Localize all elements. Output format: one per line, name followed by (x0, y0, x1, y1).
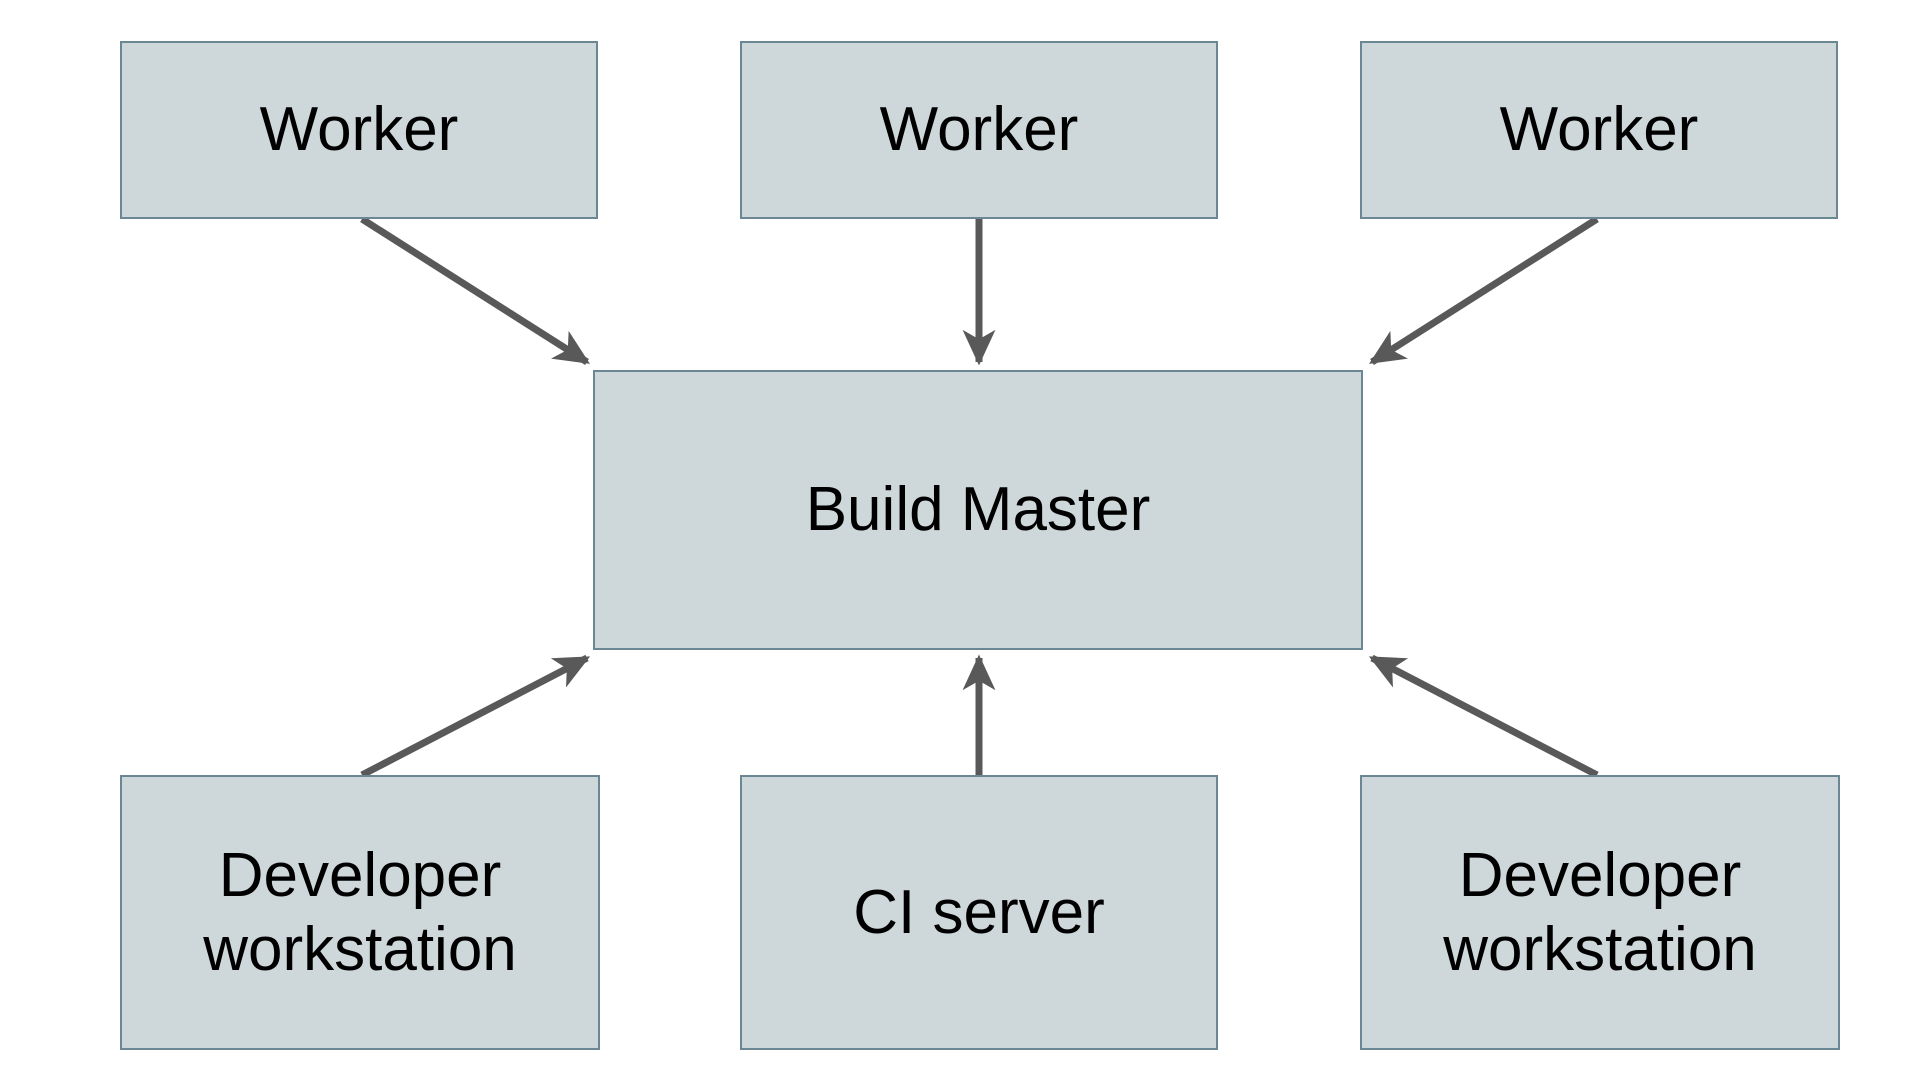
edge-worker-1-to-build-master (360, 216, 590, 365)
node-label: Developer workstation (203, 841, 517, 984)
edge-dev-workstation-left-to-build-master (360, 654, 591, 779)
node-label: CI server (853, 877, 1105, 947)
node-label: Developer workstation (1443, 841, 1757, 984)
node-label: Worker (879, 95, 1079, 165)
node-ci-server[interactable]: CI server (740, 775, 1218, 1050)
node-dev-workstation-left[interactable]: Developer workstation (120, 775, 600, 1050)
node-label: Worker (1499, 95, 1699, 165)
edge-worker-3-to-build-master (1369, 216, 1599, 365)
node-label: Worker (259, 95, 459, 165)
edge-dev-workstation-right-to-build-master (1368, 654, 1599, 779)
node-worker-1[interactable]: Worker (120, 41, 598, 219)
node-worker-2[interactable]: Worker (740, 41, 1218, 219)
node-worker-3[interactable]: Worker (1360, 41, 1838, 219)
node-label: Build Master (805, 475, 1151, 545)
node-build-master[interactable]: Build Master (593, 370, 1363, 650)
node-dev-workstation-right[interactable]: Developer workstation (1360, 775, 1840, 1050)
